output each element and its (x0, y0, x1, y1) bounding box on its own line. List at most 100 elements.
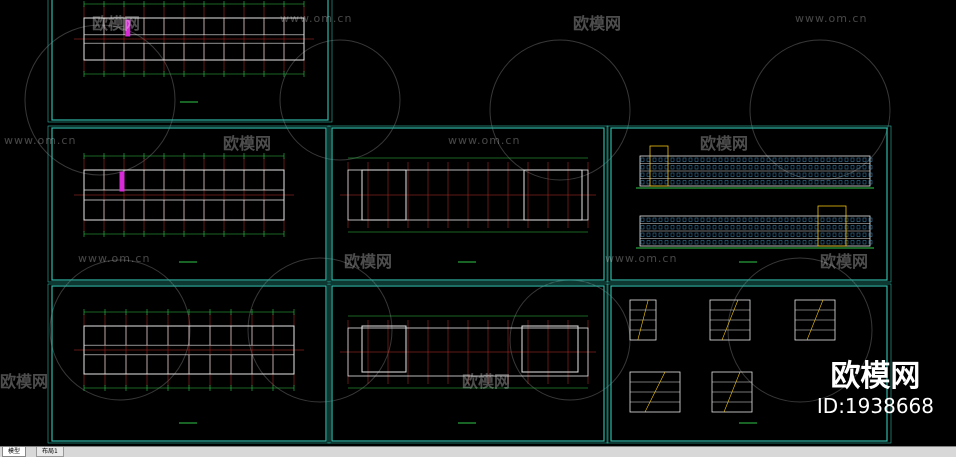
elevation-window (676, 165, 681, 170)
elevation-window (676, 240, 681, 245)
elevation-window (838, 217, 843, 222)
elevation-window (706, 165, 711, 170)
elevation-window (640, 172, 645, 177)
elevation-window (784, 240, 789, 245)
elevation-window (778, 217, 783, 222)
elevation-window (772, 180, 777, 185)
elevation-window (640, 157, 645, 162)
roof-outline (347, 327, 589, 377)
elevation-window (748, 157, 753, 162)
watermark-brand: 欧模网 (462, 372, 511, 391)
elevation-window (826, 157, 831, 162)
elevation-window (694, 157, 699, 162)
elevation-window (868, 232, 873, 237)
plan-stair (125, 19, 131, 37)
elevation-window (718, 172, 723, 177)
section-stair (721, 299, 739, 341)
elevation-window (718, 180, 723, 185)
elevation-window (754, 217, 759, 222)
elevation-window (676, 180, 681, 185)
elevation-window (712, 180, 717, 185)
elevation-window (682, 157, 687, 162)
elevation-window (724, 157, 729, 162)
elevation-window (826, 172, 831, 177)
elevation-window (856, 180, 861, 185)
elevation-window (658, 240, 663, 245)
elevation-window (856, 232, 861, 237)
sheet-frame (51, 127, 327, 281)
elevation-window (808, 240, 813, 245)
elevation-window (724, 172, 729, 177)
elevation-window (658, 180, 663, 185)
elevation-window (646, 225, 651, 230)
elevation-window (760, 157, 765, 162)
elevation-window (718, 157, 723, 162)
elevation-tower (649, 145, 669, 187)
elevation-window (736, 172, 741, 177)
elevation-window (814, 225, 819, 230)
elevation-window (664, 180, 669, 185)
elevation-window (688, 157, 693, 162)
elevation-window (754, 225, 759, 230)
sheet-border (47, 125, 331, 283)
elevation-window (670, 240, 675, 245)
elevation-window (838, 240, 843, 245)
elevation-window (808, 225, 813, 230)
elevation-window (814, 180, 819, 185)
elevation-window (718, 232, 723, 237)
elevation-window (652, 157, 657, 162)
elevation-window (790, 240, 795, 245)
watermark-arc (247, 257, 393, 403)
elevation-window (700, 172, 705, 177)
elevation-window (790, 225, 795, 230)
elevation-window (646, 165, 651, 170)
elevation-window (856, 225, 861, 230)
elevation-window (724, 225, 729, 230)
elevation-window (850, 172, 855, 177)
elevation-window (826, 165, 831, 170)
elevation-window (844, 232, 849, 237)
elevation-window (814, 217, 819, 222)
elevation-window (700, 225, 705, 230)
elevation-window (868, 172, 873, 177)
elevation-window (832, 232, 837, 237)
elevation-window (766, 165, 771, 170)
elevation-window (688, 172, 693, 177)
elevation-window (790, 180, 795, 185)
elevation-window (754, 165, 759, 170)
watermark-arc (749, 39, 891, 181)
elevation-window (826, 180, 831, 185)
elevation-window (772, 165, 777, 170)
roof-stair (361, 169, 407, 221)
roof-outline (347, 169, 589, 221)
elevation-window (730, 157, 735, 162)
elevation-window (652, 217, 657, 222)
elevation-window (688, 240, 693, 245)
elevation-window (766, 240, 771, 245)
elevation-window (790, 157, 795, 162)
elevation-window (664, 225, 669, 230)
elevation-window (820, 172, 825, 177)
watermark-site: www.om.cn (795, 12, 868, 25)
elevation-window (652, 225, 657, 230)
elevation-window (664, 240, 669, 245)
elevation-window (640, 225, 645, 230)
elevation-window (814, 240, 819, 245)
roof-stair (361, 325, 407, 373)
elevation-window (802, 180, 807, 185)
elevation-window (646, 157, 651, 162)
elevation-window (700, 240, 705, 245)
elevation-window (784, 232, 789, 237)
model-id: ID:1938668 (816, 394, 934, 418)
elevation-window (760, 225, 765, 230)
elevation-window (706, 225, 711, 230)
elevation-window (664, 165, 669, 170)
elevation-window (640, 232, 645, 237)
elevation-window (676, 172, 681, 177)
drawing-canvas[interactable] (0, 0, 956, 446)
elevation-window (778, 232, 783, 237)
watermark-brand: 欧模网 (0, 372, 49, 391)
elevation-window (802, 172, 807, 177)
elevation-window (778, 180, 783, 185)
elevation-window (658, 172, 663, 177)
